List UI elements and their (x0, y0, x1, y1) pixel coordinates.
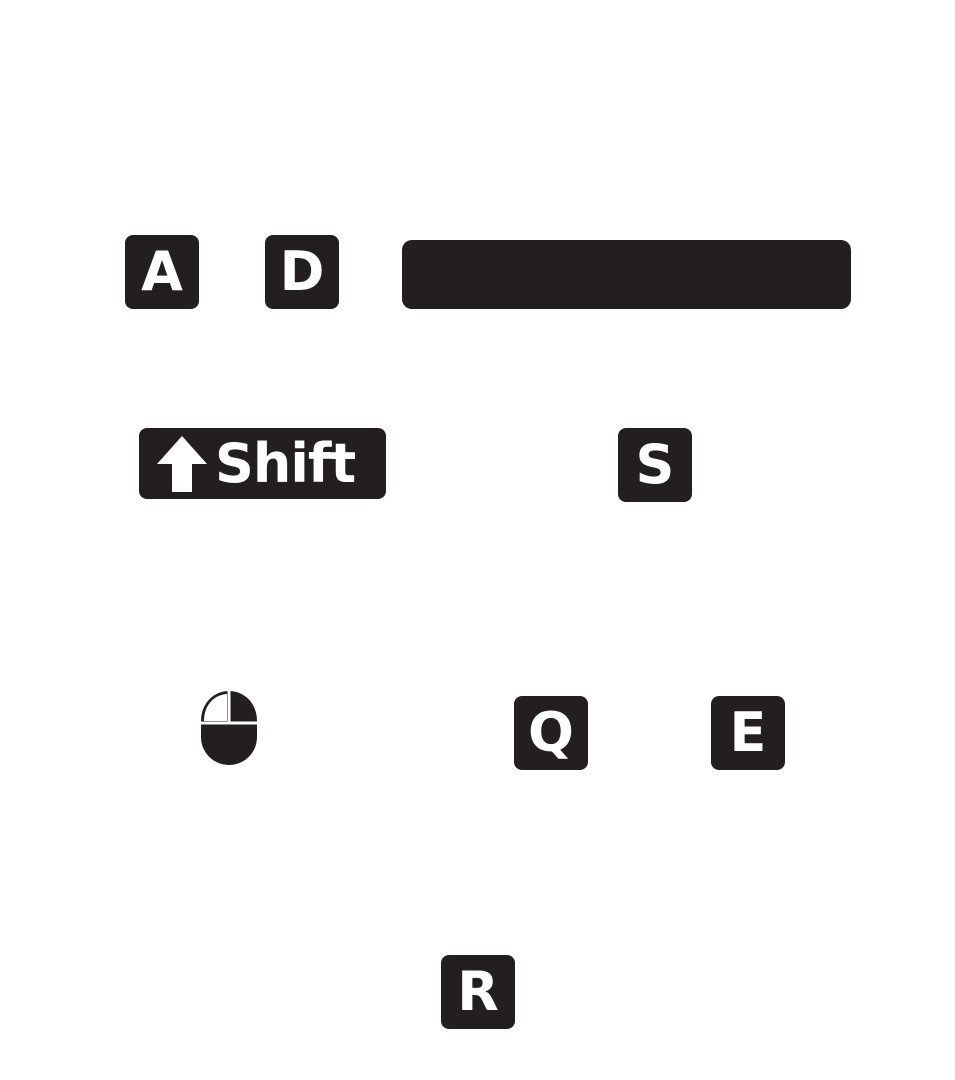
key-s: S (618, 428, 692, 502)
key-shift: Shift (139, 428, 386, 499)
key-shift-label: Shift (215, 431, 356, 495)
mouse-left-click-icon (201, 691, 257, 765)
shift-arrow-icon (157, 435, 207, 492)
key-s-label: S (635, 433, 675, 496)
key-a: A (125, 235, 199, 309)
key-a-label: A (141, 240, 183, 303)
key-q-label: Q (528, 701, 574, 764)
key-e-label: E (729, 701, 767, 764)
key-e: E (711, 696, 785, 770)
key-q: Q (514, 696, 588, 770)
key-r: R (441, 955, 515, 1029)
key-d-label: D (279, 240, 325, 303)
key-r-label: R (457, 960, 499, 1023)
key-space (402, 240, 851, 309)
key-d: D (265, 235, 339, 309)
